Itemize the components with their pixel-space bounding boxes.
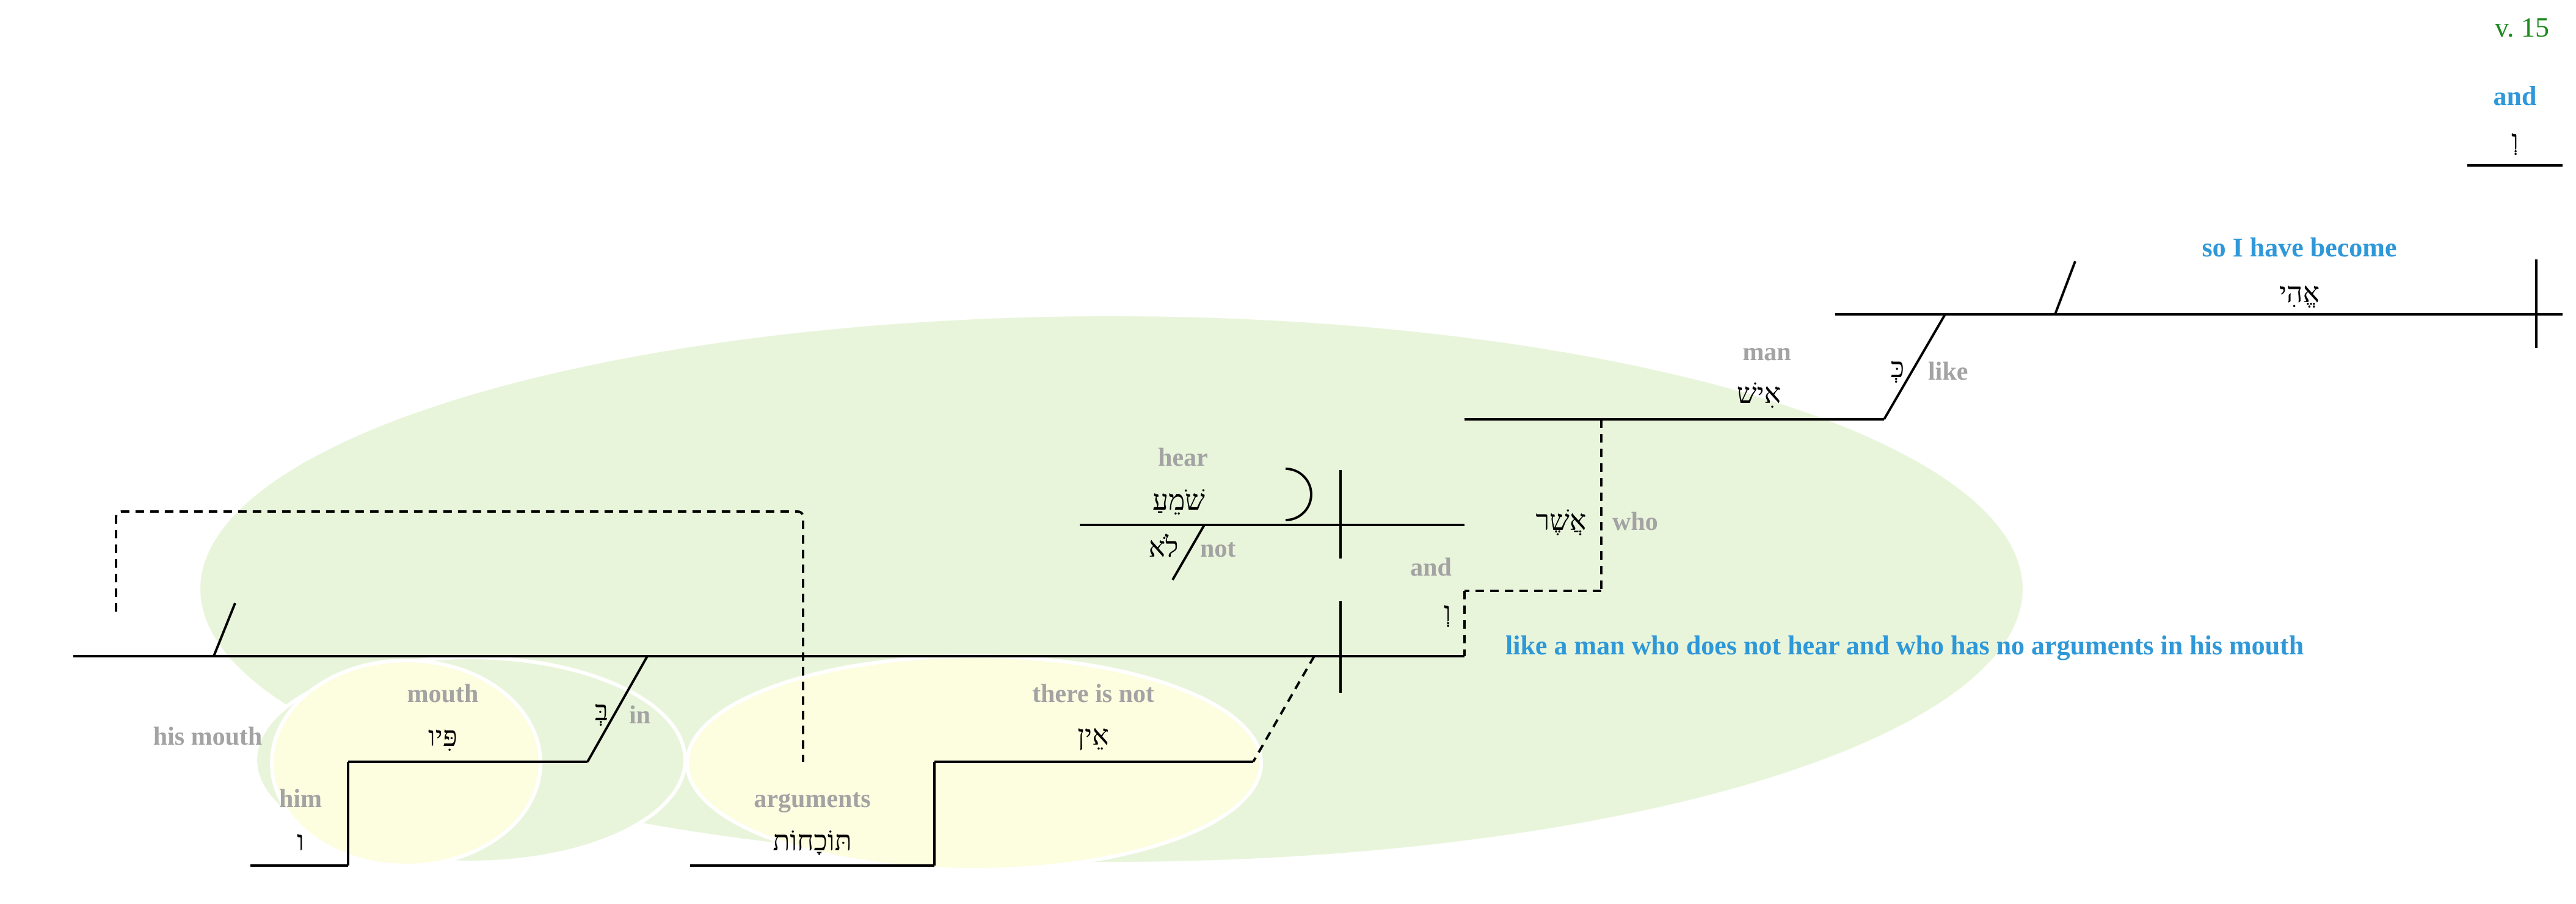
arguments-gloss: arguments: [754, 785, 870, 813]
translation-text: like a man who does not hear and who has…: [1505, 631, 2304, 660]
main-clause-subject-slash: [2054, 261, 2076, 315]
relative-pronoun-hebrew: אֲשֶׁר: [1536, 504, 1587, 537]
suffix-hebrew: ו: [297, 824, 304, 857]
comparison-preposition-gloss: like: [1928, 358, 1968, 386]
conjunction-hebrew: וְ: [2511, 123, 2519, 156]
comparison-noun-gloss: man: [1742, 338, 1791, 366]
hear-clause-object-half-circle: [1285, 468, 1312, 521]
exist-clause-placeholder-connector: [115, 510, 804, 762]
relative-pronoun-gloss: who: [1612, 508, 1658, 536]
comparison-slant: [1883, 313, 1946, 421]
hear-negation-gloss: not: [1200, 535, 1235, 563]
clause-conjunction-gloss: and: [1410, 554, 1452, 582]
exist-clause-subject-slash: [213, 602, 236, 657]
mouth-noun-gloss: mouth: [407, 680, 479, 708]
arguments-hebrew: תּוֹכָחוֹת: [773, 824, 851, 857]
main-clause-gloss: so I have become: [2202, 233, 2397, 262]
comparison-preposition-hebrew: כְּ: [1891, 351, 1904, 384]
exist-verb-dashed-slant: [1252, 655, 1315, 763]
exist-verb-hebrew: אֵין: [1077, 718, 1108, 751]
suffix-gloss: him: [279, 785, 322, 813]
mouth-preposition-hebrew: בְּ: [595, 694, 608, 727]
verse-number: v. 15: [2495, 12, 2549, 43]
hear-negation-slant: [1171, 524, 1206, 581]
clause-conjunction-hebrew: וְ: [1444, 595, 1451, 628]
mouth-preposition-slant: [586, 656, 649, 762]
mouth-phrase-label: his mouth: [153, 723, 263, 751]
exist-verb-gloss: there is not: [1032, 680, 1154, 708]
hear-verb-hebrew: שֹׁמֵעַ: [1152, 483, 1205, 516]
conjunction-gloss: and: [2494, 81, 2537, 111]
comparison-noun-hebrew: אִישׁ: [1737, 377, 1781, 410]
hear-negation-hebrew: לֹא: [1148, 530, 1178, 563]
mouth-preposition-gloss: in: [629, 701, 650, 729]
mouth-noun-hebrew: פִּיו: [428, 720, 457, 753]
hear-verb-gloss: hear: [1158, 444, 1208, 472]
main-clause-hebrew: אֱהִי: [2279, 276, 2319, 309]
